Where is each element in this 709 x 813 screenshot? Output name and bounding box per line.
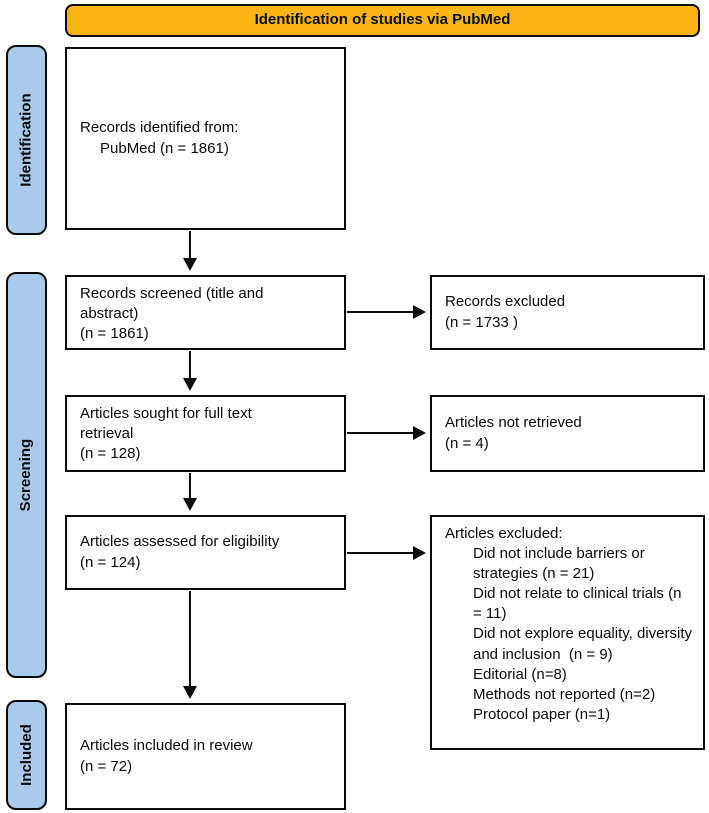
box-articles-sought: Articles sought for full text retrieval … [65, 395, 346, 472]
box-articles-assessed-line: (n = 124) [80, 553, 141, 571]
arrow-screened-to-records-excluded-icon [347, 305, 426, 319]
banner-title: Identification of studies via PubMed [254, 11, 511, 29]
arrow-assessed-to-articles-excluded-icon [347, 546, 426, 560]
arrow-sought-to-not-retrieved-icon [347, 426, 426, 440]
stage-label-included-text: Included [17, 724, 35, 786]
box-records-identified: Records identified from: PubMed (n = 186… [65, 47, 346, 230]
box-records-identified-line: Records identified from: [80, 119, 239, 137]
exclusion-reason: Methods not reported (n=2) [473, 685, 656, 703]
box-articles-included-line: Articles included in review [80, 737, 253, 755]
box-articles-sought-line: retrieval [80, 425, 134, 443]
box-articles-included: Articles included in review (n = 72) [65, 703, 346, 810]
box-records-screened-line: abstract) [80, 305, 139, 323]
exclusion-reason: Editorial (n=8) [473, 665, 567, 683]
box-articles-excluded-title: Articles excluded: [445, 525, 563, 542]
arrow-screened-to-sought-icon [183, 351, 197, 391]
stage-label-screening-text: Screening [17, 438, 35, 512]
box-articles-excluded: Articles excluded: Did not include barri… [430, 515, 705, 750]
stage-label-identification: Identification [6, 45, 47, 235]
stage-label-identification-text: Identification [17, 93, 35, 187]
box-articles-not-retrieved-line: (n = 4) [445, 434, 489, 452]
exclusion-reason: Did not relate to clinical trials (n = 1… [473, 585, 686, 623]
box-articles-included-line: (n = 72) [80, 757, 133, 775]
box-articles-not-retrieved: Articles not retrieved (n = 4) [430, 395, 705, 472]
arrow-identified-to-screened-icon [183, 231, 197, 271]
box-records-excluded: Records excluded (n = 1733 ) [430, 275, 705, 350]
arrow-assessed-to-included-icon [183, 591, 197, 699]
exclusion-reason: Did not include barriers or strategies (… [473, 545, 649, 583]
box-records-screened: Records screened (title and abstract) (n… [65, 275, 346, 350]
box-articles-assessed-line: Articles assessed for eligibility [80, 533, 280, 551]
stage-label-included: Included [6, 700, 47, 810]
box-records-identified-line: PubMed (n = 1861) [100, 139, 229, 157]
box-records-excluded-line: (n = 1733 ) [445, 313, 518, 331]
stage-label-screening: Screening [6, 272, 47, 678]
box-articles-sought-line: Articles sought for full text [80, 405, 252, 422]
box-articles-sought-line: (n = 128) [80, 445, 141, 463]
box-records-screened-line: Records screened (title and [80, 285, 264, 302]
banner-identification-via-pubmed: Identification of studies via PubMed [65, 4, 700, 37]
box-records-screened-line: (n = 1861) [80, 325, 149, 343]
arrow-sought-to-assessed-icon [183, 473, 197, 511]
box-records-excluded-line: Records excluded [445, 293, 566, 311]
exclusion-reason: Did not explore equality, diversity and … [473, 625, 697, 663]
box-articles-assessed: Articles assessed for eligibility (n = 1… [65, 515, 346, 590]
box-articles-not-retrieved-line: Articles not retrieved [445, 414, 582, 432]
exclusion-reason: Protocol paper (n=1) [473, 705, 611, 723]
